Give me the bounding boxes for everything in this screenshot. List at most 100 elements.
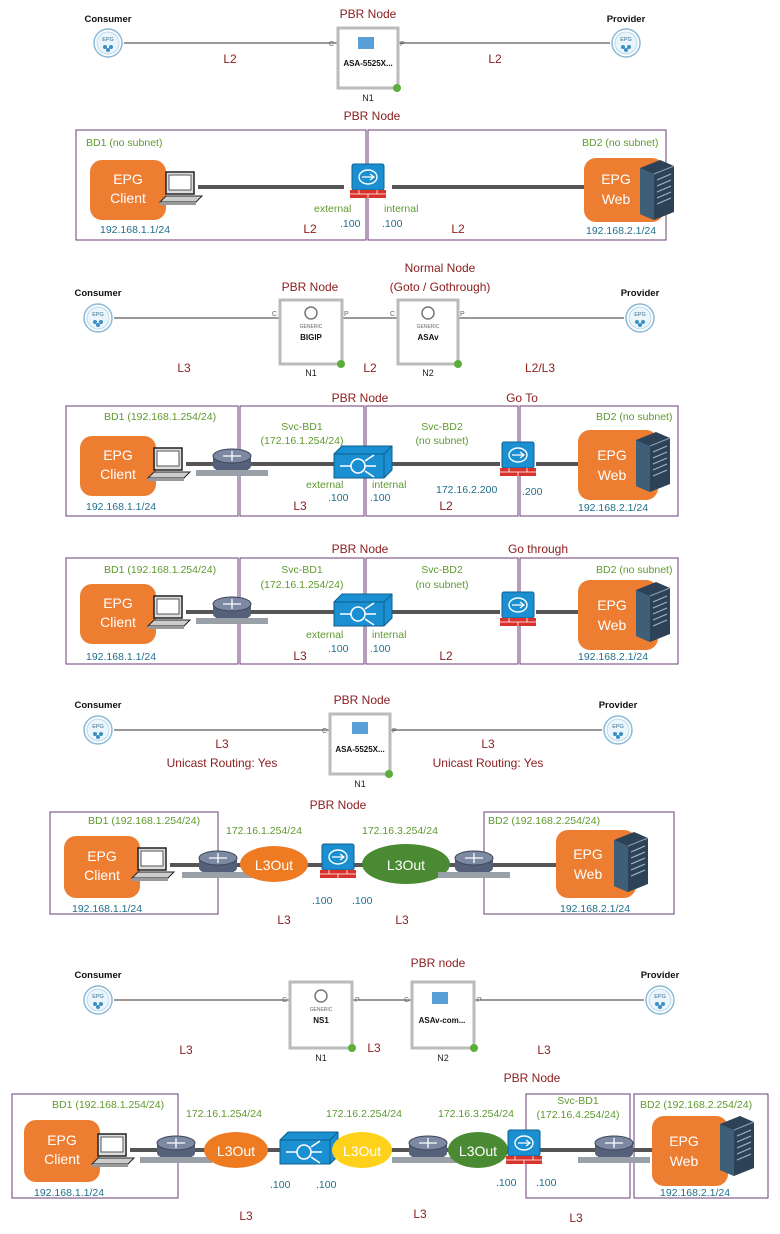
firewall-icon <box>352 722 368 734</box>
bd1-label: BD1 (192.168.1.254/24) <box>104 564 216 576</box>
section-7-l3out: PBR Node BD1 (192.168.1.254/24) BD2 (192… <box>49 798 675 927</box>
l2-label: L2 <box>439 499 453 513</box>
device-name: ASA-5525X... <box>343 59 392 68</box>
status-dot <box>348 1044 356 1052</box>
svc-bd1-ip: (172.16.4.254/24) <box>537 1109 620 1121</box>
computer-icon <box>147 595 191 630</box>
web-label: Web <box>602 191 631 207</box>
c-port: C <box>282 997 287 1004</box>
pbr-node-label: PBR Node <box>332 391 389 405</box>
node-label: N1 <box>354 779 366 789</box>
l3-label: L3 <box>481 737 495 751</box>
lb-ip: .100 <box>316 1179 337 1191</box>
external-label: external <box>306 479 343 491</box>
pbr-node-label: PBR Node <box>282 280 339 294</box>
status-dot <box>393 84 401 92</box>
c-port: C <box>329 41 334 48</box>
l3-label: L3 <box>215 737 229 751</box>
section-1-logical: Consumer Provider ASA-5525X... C P PBR N… <box>85 7 646 103</box>
svc-bd1-label: Svc-BD1 <box>281 421 323 433</box>
node-label: N2 <box>437 1053 449 1063</box>
epg-client-box <box>90 160 166 220</box>
pbr-node-label: PBR Node <box>344 109 401 123</box>
l2-label: L2 <box>439 649 453 663</box>
load-balancer-icon <box>333 445 393 479</box>
external-ip: .100 <box>328 643 349 655</box>
device-name: BIGIP <box>300 333 322 342</box>
p-port: P <box>400 41 405 48</box>
l3out-label: L3Out <box>255 857 293 873</box>
l3out-ip: 172.16.3.254/24 <box>362 825 438 837</box>
load-balancer-icon <box>333 593 393 627</box>
unicast-routing-label: Unicast Routing: Yes <box>167 756 278 770</box>
firewall-icon <box>432 992 448 1004</box>
cloud-icon <box>204 1132 268 1168</box>
web-label: Web <box>574 866 603 882</box>
l3out-label: L3Out <box>217 1143 255 1159</box>
pbr-node-label: PBR Node <box>310 798 367 812</box>
device-name: ASA-5525X... <box>335 745 384 754</box>
generic-device-icon <box>278 298 344 366</box>
section-2-physical: PBR Node BD1 (no subnet) BD2 (no subnet)… <box>75 109 675 241</box>
pbr-node-label: PBR Node <box>504 1071 561 1085</box>
l3-label: L3 <box>293 499 307 513</box>
l3-label: L3 <box>177 361 191 375</box>
bd2-label: BD2 (192.168.2.254/24) <box>488 815 600 827</box>
no-subnet-label: (no subnet) <box>415 435 468 447</box>
client-label: Client <box>84 867 120 883</box>
cloud-icon <box>362 844 450 884</box>
l2-l3-label: L2/L3 <box>525 361 555 375</box>
pbr-node-label: PBR node <box>411 956 466 970</box>
firewall-ip: .200 <box>522 486 543 498</box>
l3-label: L3 <box>179 1043 193 1057</box>
bd2-label: BD2 (192.168.2.254/24) <box>640 1099 752 1111</box>
client-label: Client <box>100 466 136 482</box>
client-label: Client <box>110 190 146 206</box>
c-port: C <box>390 311 395 318</box>
status-dot <box>454 360 462 368</box>
computer-icon <box>131 847 175 882</box>
client-label: Client <box>100 614 136 630</box>
pbr-node-label: PBR Node <box>334 693 391 707</box>
server-icon <box>635 431 671 493</box>
provider-epg-icon <box>611 28 641 58</box>
internal-label: internal <box>372 479 406 491</box>
device-name: ASAv-com... <box>419 1016 466 1025</box>
web-ip: 192.168.2.1/24 <box>578 502 648 514</box>
client-ip: 192.168.1.1/24 <box>86 501 156 513</box>
web-ip: 192.168.2.1/24 <box>578 651 648 663</box>
computer-icon <box>159 171 203 206</box>
firewall-ip: .100 <box>496 1177 517 1189</box>
epg-client-box <box>64 836 140 898</box>
internal-ip: .100 <box>370 643 391 655</box>
l3-label: L3 <box>395 913 409 927</box>
bd2-label: BD2 (no subnet) <box>596 564 672 576</box>
cloud-icon <box>448 1132 508 1168</box>
generic-device-icon <box>410 980 476 1050</box>
l3out-label: L3Out <box>459 1143 497 1159</box>
provider-epg-icon <box>603 715 633 745</box>
epg-label: EPG <box>597 447 627 463</box>
firewall-icon <box>349 163 387 199</box>
internal-label: internal <box>372 629 406 641</box>
unicast-routing-label: Unicast Routing: Yes <box>433 756 544 770</box>
firewall-icon <box>319 843 357 879</box>
l3-label: L3 <box>367 1041 381 1055</box>
bd1-label: BD1 (192.168.1.254/24) <box>88 815 200 827</box>
section-5-gothrough: PBR Node Go through BD1 (192.168.1.254/2… <box>65 542 679 665</box>
node-label: N1 <box>305 368 317 378</box>
firewall-icon <box>505 1129 543 1165</box>
epg-web-box <box>652 1116 728 1186</box>
web-ip: 192.168.2.1/24 <box>660 1187 730 1199</box>
goto-label: (Goto / Gothrough) <box>390 280 491 294</box>
epg-label: EPG <box>103 447 133 463</box>
status-dot <box>385 770 393 778</box>
consumer-label: Consumer <box>85 14 132 25</box>
bd2-label: BD2 (no subnet) <box>596 411 672 423</box>
client-ip: 192.168.1.1/24 <box>100 224 170 236</box>
cloud-icon <box>240 846 308 882</box>
firewall-ip: .100 <box>312 895 333 907</box>
client-ip: 192.168.1.1/24 <box>72 903 142 915</box>
internal-label: internal <box>384 203 418 215</box>
